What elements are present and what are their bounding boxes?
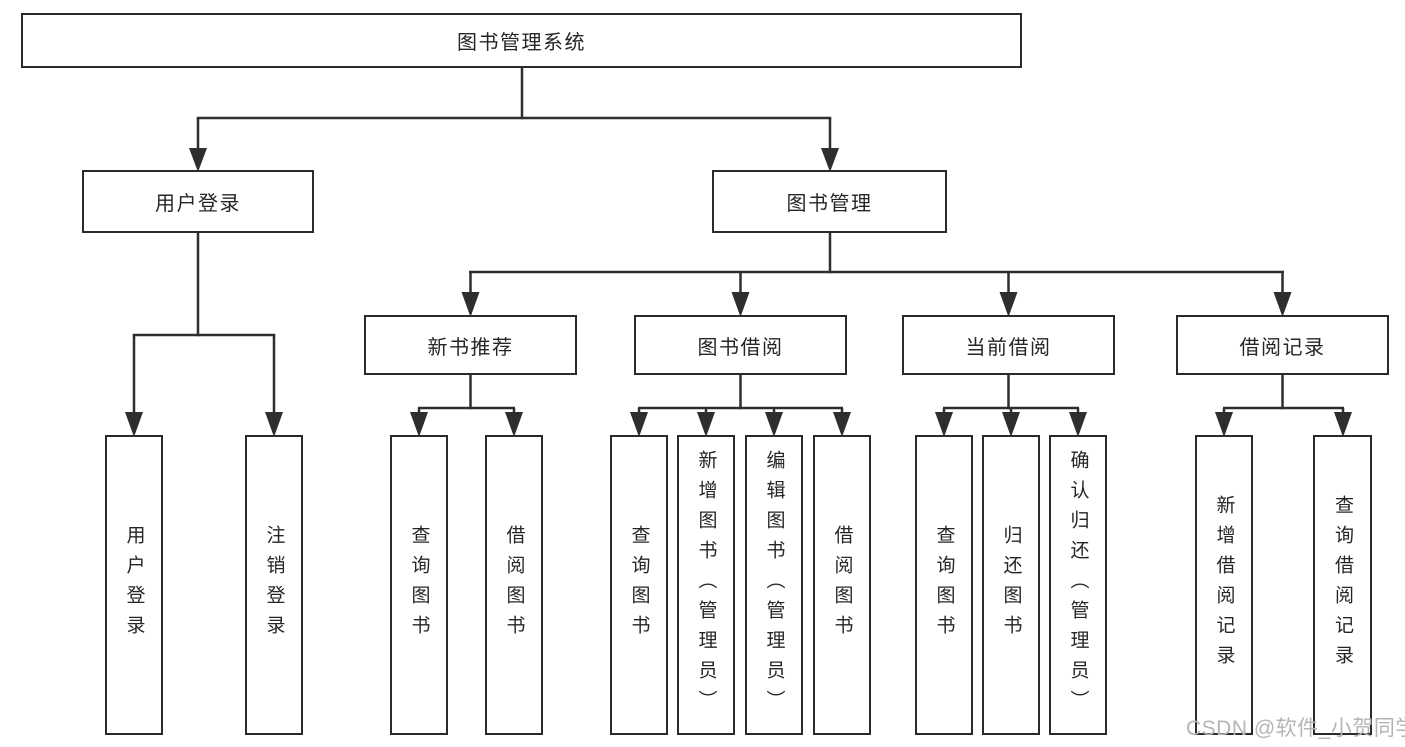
leaf-current-query-books-label: 查询图书 bbox=[933, 525, 955, 645]
connector-borrowing-records-to-leaves bbox=[1215, 375, 1352, 437]
leaf-confirm-return-admin: 确认归还（管理员） bbox=[1049, 435, 1107, 735]
node-user-login: 用户登录 bbox=[82, 170, 314, 233]
leaf-query-borrow-record: 查询借阅记录 bbox=[1313, 435, 1372, 735]
node-book-management: 图书管理 bbox=[712, 170, 947, 233]
connector-user-login-to-leaves bbox=[125, 233, 283, 437]
leaf-borrowing-borrow-books: 借阅图书 bbox=[813, 435, 871, 735]
leaf-add-borrow-record-label: 新增借阅记录 bbox=[1213, 495, 1235, 675]
leaf-recommend-query-books-label: 查询图书 bbox=[408, 525, 430, 645]
leaf-edit-books-admin: 编辑图书（管理员） bbox=[745, 435, 803, 735]
leaf-edit-books-admin-label: 编辑图书（管理员） bbox=[763, 450, 785, 720]
leaf-add-books-admin: 新增图书（管理员） bbox=[677, 435, 735, 735]
node-current-borrowing: 当前借阅 bbox=[902, 315, 1115, 375]
leaf-recommend-borrow-books-label: 借阅图书 bbox=[503, 525, 525, 645]
leaf-logout: 注销登录 bbox=[245, 435, 303, 735]
leaf-query-borrow-record-label: 查询借阅记录 bbox=[1332, 495, 1353, 675]
leaf-add-borrow-record: 新增借阅记录 bbox=[1195, 435, 1253, 735]
connector-book-management-to-level3 bbox=[461, 233, 1292, 317]
node-borrowing-records: 借阅记录 bbox=[1176, 315, 1389, 375]
leaf-current-query-books: 查询图书 bbox=[915, 435, 973, 735]
leaf-user-login-label: 用户登录 bbox=[123, 525, 145, 645]
leaf-recommend-borrow-books: 借阅图书 bbox=[485, 435, 543, 735]
leaf-confirm-return-admin-label: 确认归还（管理员） bbox=[1067, 450, 1089, 720]
node-new-book-recommendation: 新书推荐 bbox=[364, 315, 577, 375]
node-root: 图书管理系统 bbox=[21, 13, 1022, 68]
leaf-add-books-admin-label: 新增图书（管理员） bbox=[695, 450, 717, 720]
leaf-user-login: 用户登录 bbox=[105, 435, 163, 735]
leaf-return-books: 归还图书 bbox=[982, 435, 1040, 735]
leaf-recommend-query-books: 查询图书 bbox=[390, 435, 448, 735]
connector-book-borrowing-to-leaves bbox=[630, 375, 851, 437]
leaf-borrowing-query-books-label: 查询图书 bbox=[628, 525, 650, 645]
leaf-borrowing-borrow-books-label: 借阅图书 bbox=[831, 525, 853, 645]
connector-new-book-recommendation-to-leaves bbox=[410, 375, 523, 437]
node-book-borrowing: 图书借阅 bbox=[634, 315, 847, 375]
connector-current-borrowing-to-leaves bbox=[935, 375, 1087, 437]
leaf-return-books-label: 归还图书 bbox=[1000, 525, 1022, 645]
csdn-watermark: CSDN @软件_小贺同学 bbox=[1186, 717, 1405, 740]
leaf-borrowing-query-books: 查询图书 bbox=[610, 435, 668, 735]
leaf-logout-label: 注销登录 bbox=[263, 525, 285, 645]
connector-root-to-level2 bbox=[189, 66, 839, 172]
